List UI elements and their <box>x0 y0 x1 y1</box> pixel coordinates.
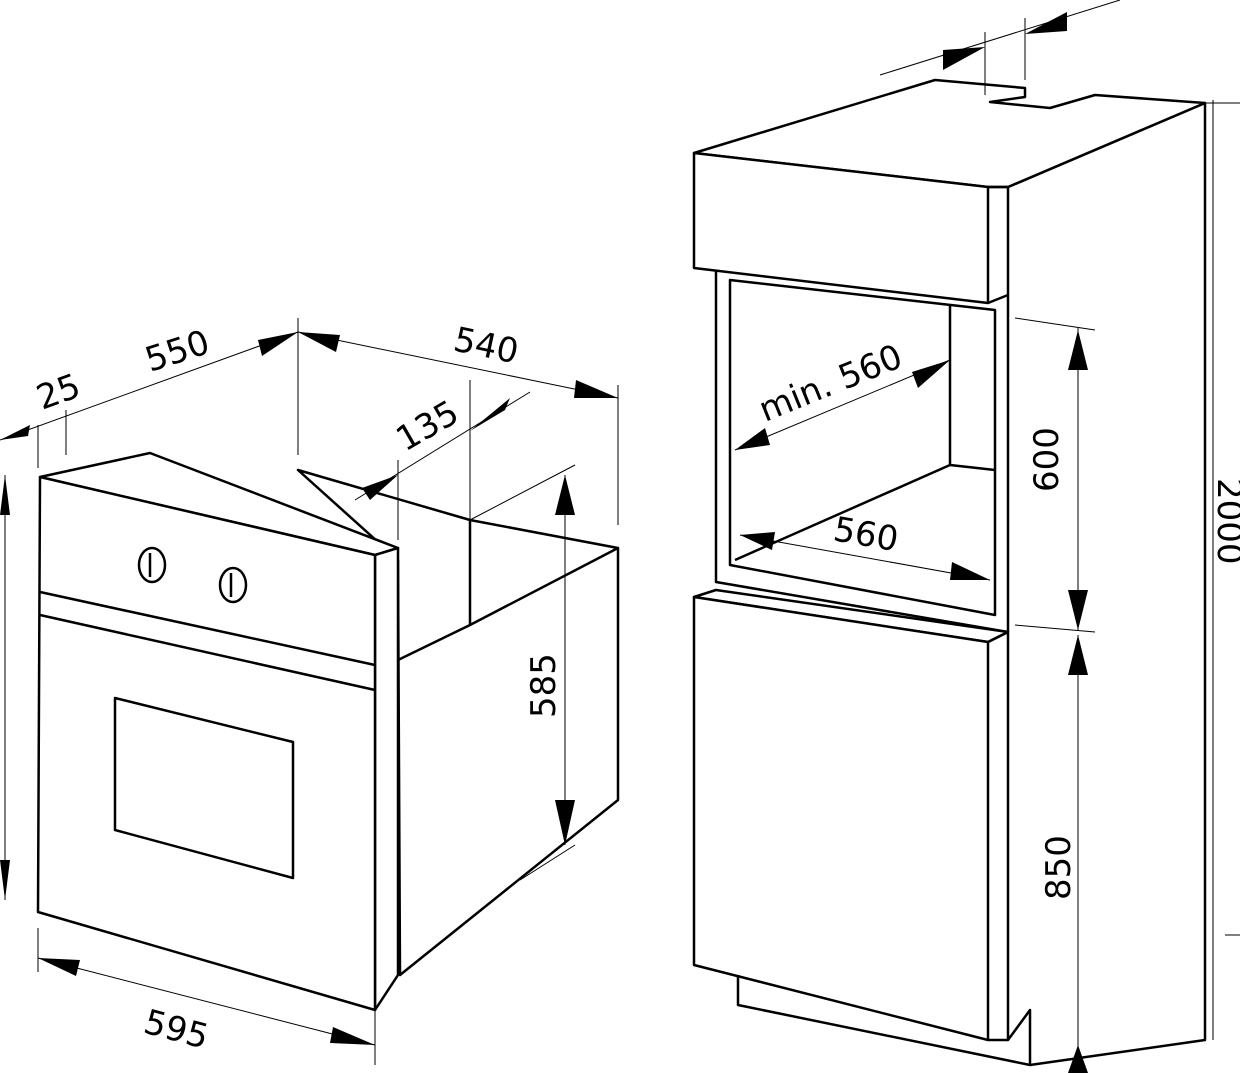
knob-icon <box>137 546 167 584</box>
dim-135: 135 <box>390 393 466 460</box>
dim-540: 540 <box>450 320 522 373</box>
dim-25: 25 <box>31 366 85 418</box>
dim-550: 550 <box>140 322 214 380</box>
dim-595: 595 <box>140 1002 213 1057</box>
cabinet-side <box>1006 101 1207 1067</box>
dim-min-560: min. 560 <box>753 337 908 431</box>
dim-850: 850 <box>1039 835 1079 900</box>
knob-icon <box>218 566 248 604</box>
dim-560: 560 <box>830 509 901 560</box>
cabinet-niche <box>728 278 997 617</box>
dim-600: 600 <box>1027 427 1067 492</box>
oven-drawing: 550 25 540 135 585 595 <box>0 318 620 1065</box>
cabinet-drawing: min. 560 560 600 850 2000 <box>692 0 1240 1073</box>
oven-window <box>113 696 295 880</box>
dim-2000: 2000 <box>1209 478 1240 565</box>
cabinet-lower-front <box>692 595 990 1042</box>
oven-front-side <box>373 546 400 1012</box>
dim-585: 585 <box>524 653 564 718</box>
oven-front <box>36 475 377 1012</box>
